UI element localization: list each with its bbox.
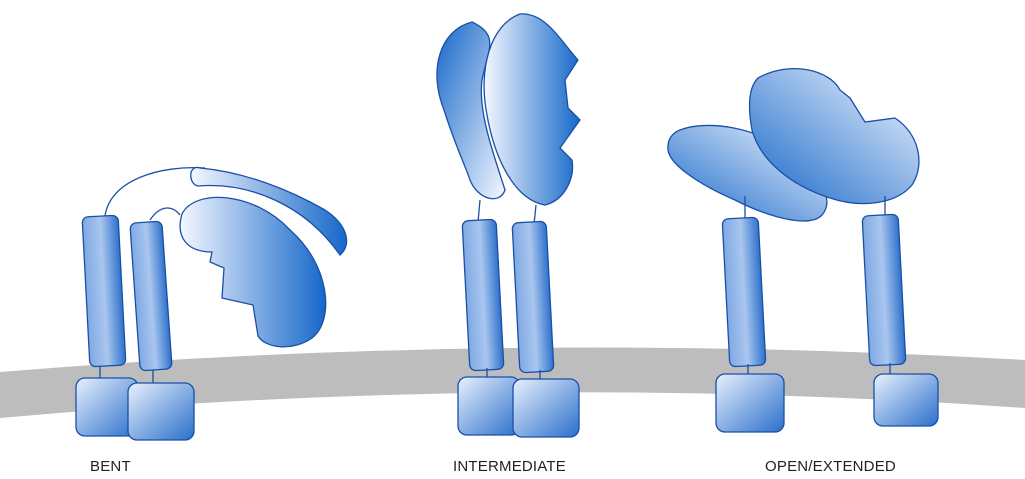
intermediate-label: INTERMEDIATE (453, 458, 566, 475)
open-alpha-foot (716, 374, 784, 432)
open-alpha-leg (722, 217, 766, 367)
intermediate-beta-leg (512, 221, 554, 373)
bent-label: BENT (90, 458, 131, 475)
intermediate-beta-foot (513, 379, 579, 437)
bent-lower-head-domain (180, 197, 326, 346)
bent-beta-foot (128, 383, 194, 440)
open-beta-foot (874, 374, 938, 426)
open-beta-leg (862, 214, 906, 366)
open-extended-label: OPEN/EXTENDED (765, 458, 896, 475)
intermediate-alpha-foot (458, 377, 520, 435)
bent-alpha-leg (82, 215, 126, 367)
intermediate-alpha-leg (462, 219, 504, 371)
bent-linker-line (150, 208, 180, 220)
bent-beta-leg (130, 221, 172, 371)
